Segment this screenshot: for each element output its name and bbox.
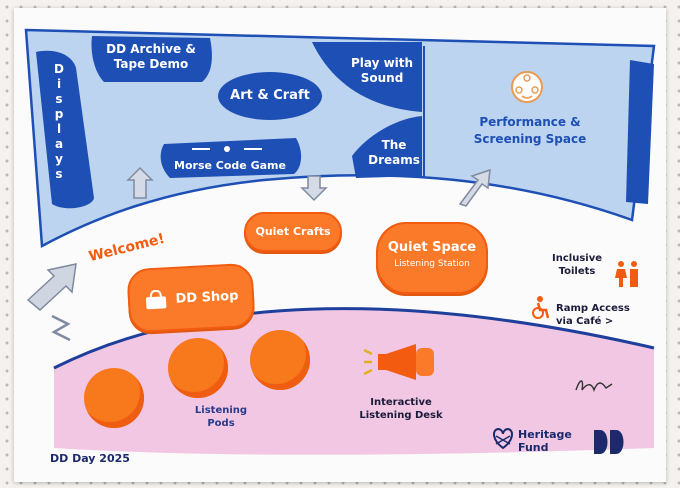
zone-shapes bbox=[24, 28, 656, 455]
morse-label: Morse Code Game bbox=[174, 159, 286, 172]
film-reel-icon bbox=[511, 71, 543, 103]
arrow-up-right bbox=[458, 168, 491, 207]
toilets-label: Inclusive Toilets bbox=[552, 253, 602, 277]
listening-zone-border bbox=[53, 307, 655, 370]
morse-dash-icon bbox=[192, 148, 210, 150]
arrow-up-left bbox=[126, 166, 154, 199]
art-craft-label: Art & Craft bbox=[230, 88, 310, 103]
archive-label: DD Archive & Tape Demo bbox=[106, 42, 196, 71]
displays-panel bbox=[36, 50, 94, 209]
quiet-space-title: Quiet Space bbox=[387, 240, 477, 255]
listening-pod[interactable] bbox=[168, 338, 228, 398]
morse-dash-icon bbox=[244, 148, 262, 150]
arrow-down bbox=[300, 175, 328, 202]
listening-pod[interactable] bbox=[84, 368, 144, 428]
artist-signature bbox=[575, 380, 613, 393]
dreams-label: The Dreams bbox=[368, 138, 420, 167]
event-footer: DD Day 2025 bbox=[50, 452, 130, 465]
archive-panel bbox=[91, 36, 212, 82]
map-poster: Displays DD Archive & Tape Demo Art & Cr… bbox=[14, 8, 666, 482]
dd-shop-label: DD Shop bbox=[175, 288, 239, 307]
listening-pods-label: Listening Pods bbox=[194, 405, 248, 429]
dreams-panel bbox=[352, 116, 422, 178]
dd-logo bbox=[594, 430, 624, 454]
heritage-fund-label: Heritage Fund bbox=[518, 428, 572, 454]
arrow-entrance bbox=[26, 263, 77, 311]
right-strip-panel bbox=[626, 60, 654, 204]
morse-dot-icon bbox=[224, 146, 230, 152]
exhibit-zone-shape bbox=[24, 28, 656, 249]
listening-pod[interactable] bbox=[250, 330, 310, 390]
performance-label: Performance & Screening Space bbox=[473, 115, 587, 146]
displays-label: Displays bbox=[52, 62, 66, 182]
ramp-label: Ramp Access via Café > bbox=[556, 303, 630, 327]
zigzag-mark bbox=[51, 314, 71, 342]
shopping-bag-icon bbox=[145, 289, 166, 310]
quiet-space-button[interactable]: Quiet Space Listening Station bbox=[376, 222, 488, 294]
wheelchair-icon bbox=[532, 296, 550, 319]
quiet-space-subtitle: Listening Station bbox=[394, 259, 470, 269]
megaphone-icon bbox=[363, 344, 434, 380]
art-craft-panel bbox=[218, 72, 322, 120]
dd-shop-button[interactable]: DD Shop bbox=[126, 262, 256, 334]
play-sound-panel bbox=[312, 42, 422, 112]
play-sound-label: Play with Sound bbox=[350, 56, 414, 85]
quiet-crafts-button[interactable]: Quiet Crafts bbox=[244, 212, 342, 252]
interactive-desk-label: Interactive Listening Desk bbox=[359, 397, 443, 421]
toilet-icon bbox=[615, 261, 638, 287]
heritage-fund-logo bbox=[493, 427, 513, 450]
